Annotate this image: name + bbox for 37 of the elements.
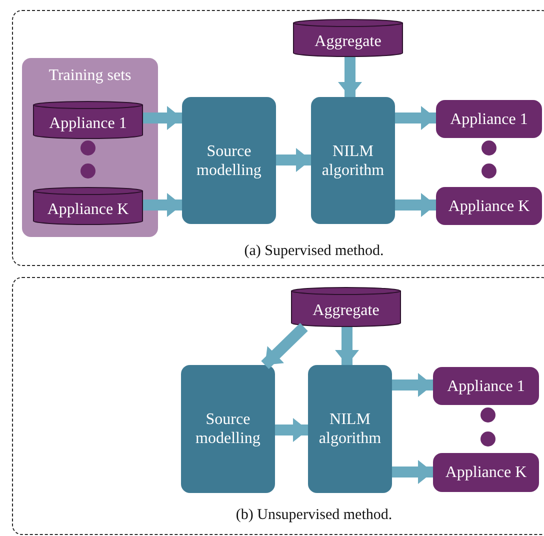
- process-box: [311, 97, 395, 224]
- cylinder-label: Appliance 1: [49, 114, 127, 132]
- group-panel: [22, 58, 158, 237]
- process-label: NILM algorithm: [318, 410, 382, 448]
- block-arrow: [392, 373, 433, 397]
- block-arrow: [143, 193, 182, 217]
- output-box: [433, 367, 539, 405]
- cylinder-label: Appliance K: [47, 200, 129, 218]
- process-label: NILM algorithm: [320, 142, 386, 180]
- output-label: Appliance K: [445, 463, 527, 482]
- process-label: Source modelling: [194, 410, 262, 448]
- panel-frame: [12, 277, 544, 535]
- panel-caption: (b) Unsupervised method.: [234, 507, 394, 524]
- output-label: Appliance 1: [447, 376, 525, 396]
- output-label: Appliance K: [448, 196, 530, 216]
- process-box: [181, 365, 275, 493]
- process-box: [308, 365, 392, 493]
- block-arrow: [338, 57, 362, 97]
- cylinder-label: Aggregate: [312, 300, 380, 320]
- output-box: [433, 453, 539, 492]
- block-arrow: [395, 193, 436, 217]
- output-box: [436, 187, 542, 225]
- cylinder-label: Aggregate: [314, 32, 382, 50]
- block-arrow: [276, 148, 311, 172]
- block-arrow: [143, 106, 182, 130]
- block-arrow: [335, 327, 359, 365]
- block-arrow: [261, 323, 308, 369]
- panel-caption: (a) Supervised method.: [243, 243, 385, 260]
- block-arrow: [392, 460, 433, 484]
- panel-frame: [12, 10, 544, 266]
- output-box: [436, 100, 542, 138]
- process-label: Source modelling: [196, 142, 262, 180]
- output-label: Appliance 1: [450, 110, 528, 128]
- process-box: [182, 97, 276, 224]
- block-arrow: [395, 106, 436, 130]
- block-arrow: [275, 418, 308, 442]
- group-title: Training sets: [48, 66, 132, 85]
